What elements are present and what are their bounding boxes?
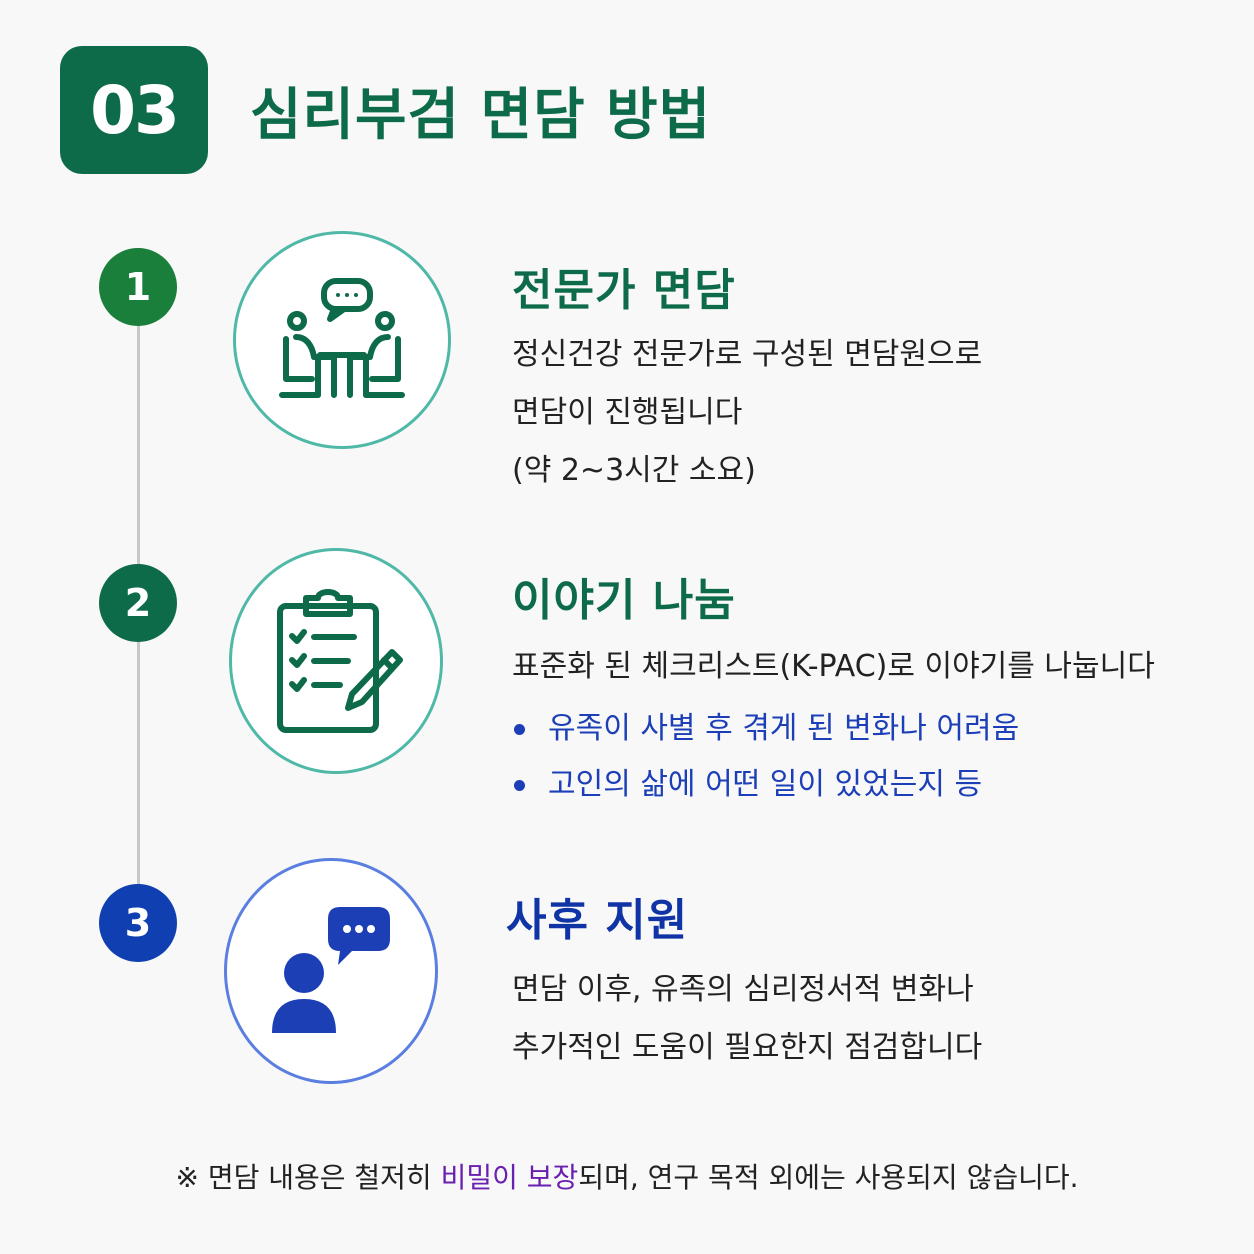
- page-title: 심리부검 면담 방법: [250, 82, 712, 148]
- step-2-description: 표준화 된 체크리스트(K-PAC)로 이야기를 나눕니다: [512, 638, 1155, 696]
- step-3-title: 사후 지원: [506, 895, 689, 946]
- section-number-badge: 03: [60, 46, 208, 174]
- step-3-line: 추가적인 도움이 필요한지 점검합니다: [512, 1030, 983, 1065]
- step-1-line: 면담이 진행됩니다: [512, 395, 743, 430]
- list-item: 유족이 사별 후 겪게 된 변화나 어려움: [512, 701, 1019, 757]
- step-1-icon-circle: [233, 231, 451, 449]
- clipboard-checklist-icon: [277, 589, 403, 733]
- confidentiality-footnote: ※ 면담 내용은 철저히 비밀이 보장되며, 연구 목적 외에는 사용되지 않습…: [0, 1156, 1254, 1196]
- step-2-number: 2: [99, 564, 177, 642]
- step-2-title: 이야기 나눔: [512, 575, 736, 626]
- step-1-line: (약 2~3시간 소요): [512, 453, 756, 488]
- section-header: 03 심리부검 면담 방법: [60, 46, 711, 174]
- step-2-bullet-list: 유족이 사별 후 겪게 된 변화나 어려움 고인의 삶에 어떤 일이 있었는지 …: [512, 701, 1019, 813]
- step-1-number: 1: [99, 248, 177, 326]
- step-3-line: 면담 이후, 유족의 심리정서적 변화나: [512, 972, 974, 1007]
- step-3-description: 면담 이후, 유족의 심리정서적 변화나 추가적인 도움이 필요한지 점검합니다: [512, 961, 982, 1077]
- footnote-highlight: 비밀이 보장: [440, 1161, 579, 1194]
- step-1-title: 전문가 면담: [512, 265, 736, 316]
- person-speech-icon: [272, 907, 390, 1033]
- footnote-suffix: 되며, 연구 목적 외에는 사용되지 않습니다.: [578, 1161, 1079, 1194]
- interview-icon: [279, 278, 405, 398]
- step-2-icon-circle: [229, 548, 443, 774]
- step-3-number: 3: [99, 884, 177, 962]
- list-item: 고인의 삶에 어떤 일이 있었는지 등: [512, 757, 1019, 813]
- step-1-line: 정신건강 전문가로 구성된 면담원으로: [512, 337, 983, 372]
- footnote-prefix: ※ 면담 내용은 철저히: [175, 1161, 441, 1194]
- step-1-description: 정신건강 전문가로 구성된 면담원으로 면담이 진행됩니다 (약 2~3시간 소…: [512, 326, 982, 500]
- step-2-line: 표준화 된 체크리스트(K-PAC)로 이야기를 나눕니다: [512, 649, 1155, 684]
- step-3-icon-circle: [224, 858, 438, 1084]
